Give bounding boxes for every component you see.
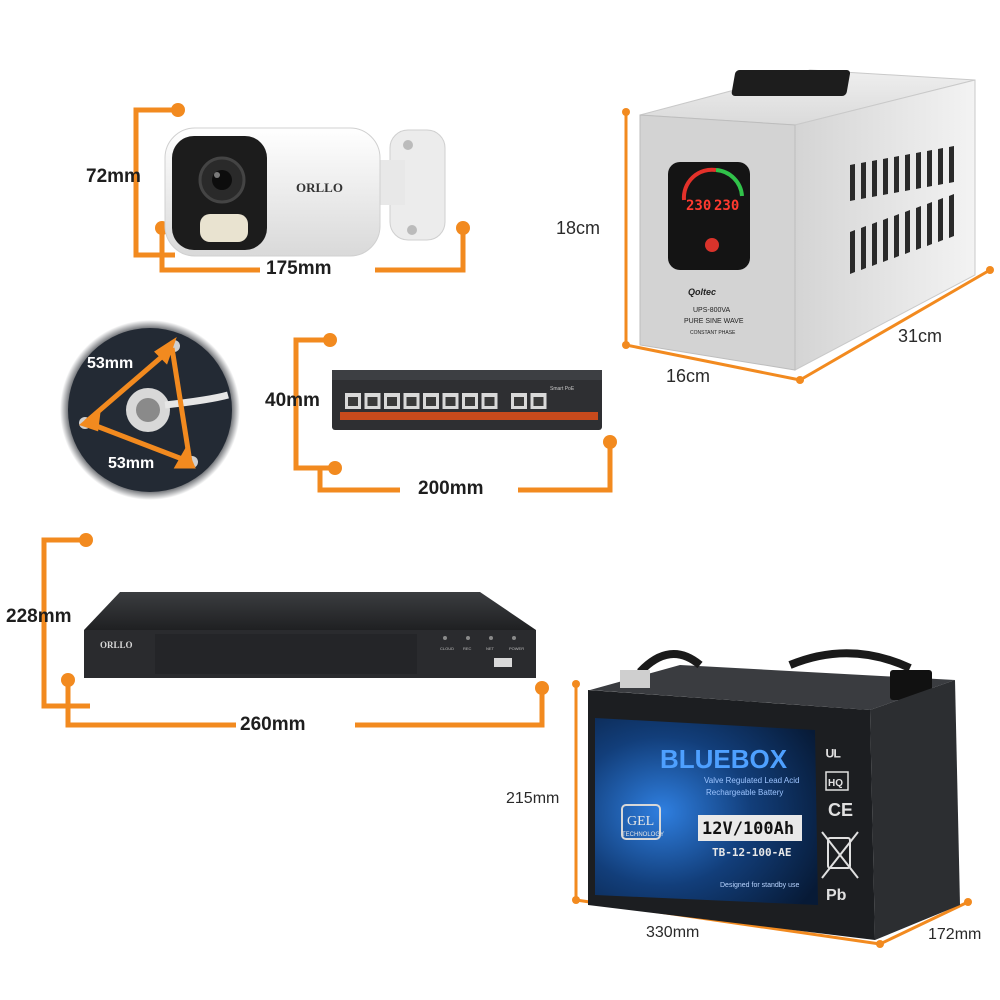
ups-vent-slot bbox=[872, 222, 877, 266]
ups-height-label: 18cm bbox=[556, 218, 601, 238]
ups-vent-slot bbox=[916, 152, 921, 189]
nvr-led bbox=[512, 636, 516, 640]
switch-port-socket bbox=[484, 397, 495, 406]
switch-port-socket bbox=[426, 397, 436, 406]
svg-text:Smart PoE: Smart PoE bbox=[550, 386, 575, 392]
ul-mark-icon: ᵁᴸ bbox=[826, 746, 841, 766]
switch-port-socket bbox=[367, 397, 378, 406]
camera-brand: ORLLO bbox=[296, 180, 343, 195]
ups-vent-slot bbox=[905, 154, 910, 191]
camera-width-label: 175mm bbox=[266, 258, 332, 279]
ups-width-label: 16cm bbox=[666, 366, 711, 386]
ups-vent-slot bbox=[949, 146, 954, 183]
battery-mark-ce: CE bbox=[828, 800, 853, 820]
nvr-height-label: 228mm bbox=[6, 606, 72, 627]
ups-depth-label: 31cm bbox=[898, 326, 943, 346]
ups-vent-slot bbox=[883, 158, 888, 195]
mount-triangle bbox=[79, 336, 196, 469]
nvr-indicator-label: REC bbox=[463, 646, 472, 651]
switch-width-label: 200mm bbox=[418, 478, 484, 499]
ups-vent-slot bbox=[883, 218, 888, 262]
battery-gel-sub: TECHNOLOGY bbox=[622, 832, 664, 838]
ups-display-right: 230 bbox=[714, 198, 739, 214]
switch-port-socket bbox=[445, 397, 456, 406]
switch-port-socket bbox=[465, 397, 475, 406]
bracket-dot bbox=[171, 103, 185, 117]
ups-vents bbox=[850, 146, 954, 274]
nvr-indicator-label: NET bbox=[486, 646, 495, 651]
ups-model: UPS-800VA bbox=[693, 307, 731, 314]
switch-product: Smart PoE bbox=[293, 333, 617, 493]
mount-side-a-label: 53mm bbox=[87, 355, 134, 372]
mount-side-b-label: 53mm bbox=[108, 455, 155, 472]
mount-base-product bbox=[60, 320, 240, 500]
camera-height-bracket bbox=[133, 107, 178, 258]
nvr-led bbox=[466, 636, 470, 640]
ups-vent-slot bbox=[938, 148, 943, 185]
ups-vent-slot bbox=[872, 160, 877, 197]
nvr-led bbox=[489, 636, 493, 640]
battery-subtitle1: Valve Regulated Lead Acid bbox=[704, 776, 799, 785]
battery-subtitle2: Rechargeable Battery bbox=[706, 788, 783, 797]
ups-vent-slot bbox=[850, 164, 855, 201]
ups-vent-slot bbox=[894, 156, 899, 193]
battery-gel: GEL bbox=[627, 814, 654, 829]
camera-product: ORLLO bbox=[133, 103, 470, 273]
battery-width-label: 330mm bbox=[646, 924, 700, 941]
switch-port-socket bbox=[406, 397, 417, 406]
switch-height-label: 40mm bbox=[265, 390, 320, 411]
switch-port-socket bbox=[387, 397, 397, 406]
switch-port-socket bbox=[348, 397, 358, 406]
camera-width-bracket bbox=[159, 228, 466, 273]
ups-vent-slot bbox=[938, 198, 943, 242]
ups-display-left: 230 bbox=[686, 198, 711, 214]
ups-vent-slot bbox=[905, 210, 910, 254]
battery-rating: 12V/100Ah bbox=[702, 819, 794, 839]
battery-depth-label: 172mm bbox=[928, 926, 982, 943]
ups-vent-slot bbox=[927, 150, 932, 187]
ups-product: 230 230 Qoltec UPS-800VA PURE SINE WAVE … bbox=[622, 69, 994, 384]
nvr-product: ORLLO CLOUD REC NET POWER bbox=[41, 533, 549, 728]
nvr-led bbox=[443, 636, 447, 640]
switch-port-socket bbox=[514, 397, 524, 406]
ups-line3: CONSTANT PHASE bbox=[690, 330, 736, 336]
battery-mark-hq: HQ bbox=[828, 778, 843, 789]
camera-height-label: 72mm bbox=[86, 166, 141, 187]
battery-standby: Designed for standby use bbox=[720, 882, 799, 889]
nvr-indicator-label: POWER bbox=[509, 646, 524, 651]
ups-vent-slot bbox=[949, 194, 954, 238]
switch-port-group bbox=[345, 393, 547, 409]
ups-vent-slot bbox=[894, 214, 899, 258]
ups-vent-slot bbox=[861, 162, 866, 199]
ups-line2: PURE SINE WAVE bbox=[684, 318, 744, 325]
recycle-bin-crossed-icon bbox=[821, 831, 859, 879]
battery-height-label: 215mm bbox=[506, 790, 560, 807]
ups-vent-slot bbox=[927, 202, 932, 246]
battery-brand: BLUEBOX bbox=[660, 744, 788, 774]
ups-vent-slot bbox=[850, 230, 855, 274]
nvr-width-label: 260mm bbox=[240, 714, 306, 735]
nvr-brand: ORLLO bbox=[100, 640, 133, 650]
ups-brand: Qoltec bbox=[688, 287, 716, 297]
nvr-indicator-label: CLOUD bbox=[440, 646, 454, 651]
battery-model: TB-12-100-AE bbox=[712, 846, 791, 859]
ups-vent-slot bbox=[916, 206, 921, 250]
battery-mark-pb: Pb bbox=[826, 887, 847, 904]
switch-port-socket bbox=[533, 397, 544, 406]
ups-vent-slot bbox=[861, 226, 866, 270]
battery-product: BLUEBOX Valve Regulated Lead Acid Rechar… bbox=[572, 649, 972, 948]
